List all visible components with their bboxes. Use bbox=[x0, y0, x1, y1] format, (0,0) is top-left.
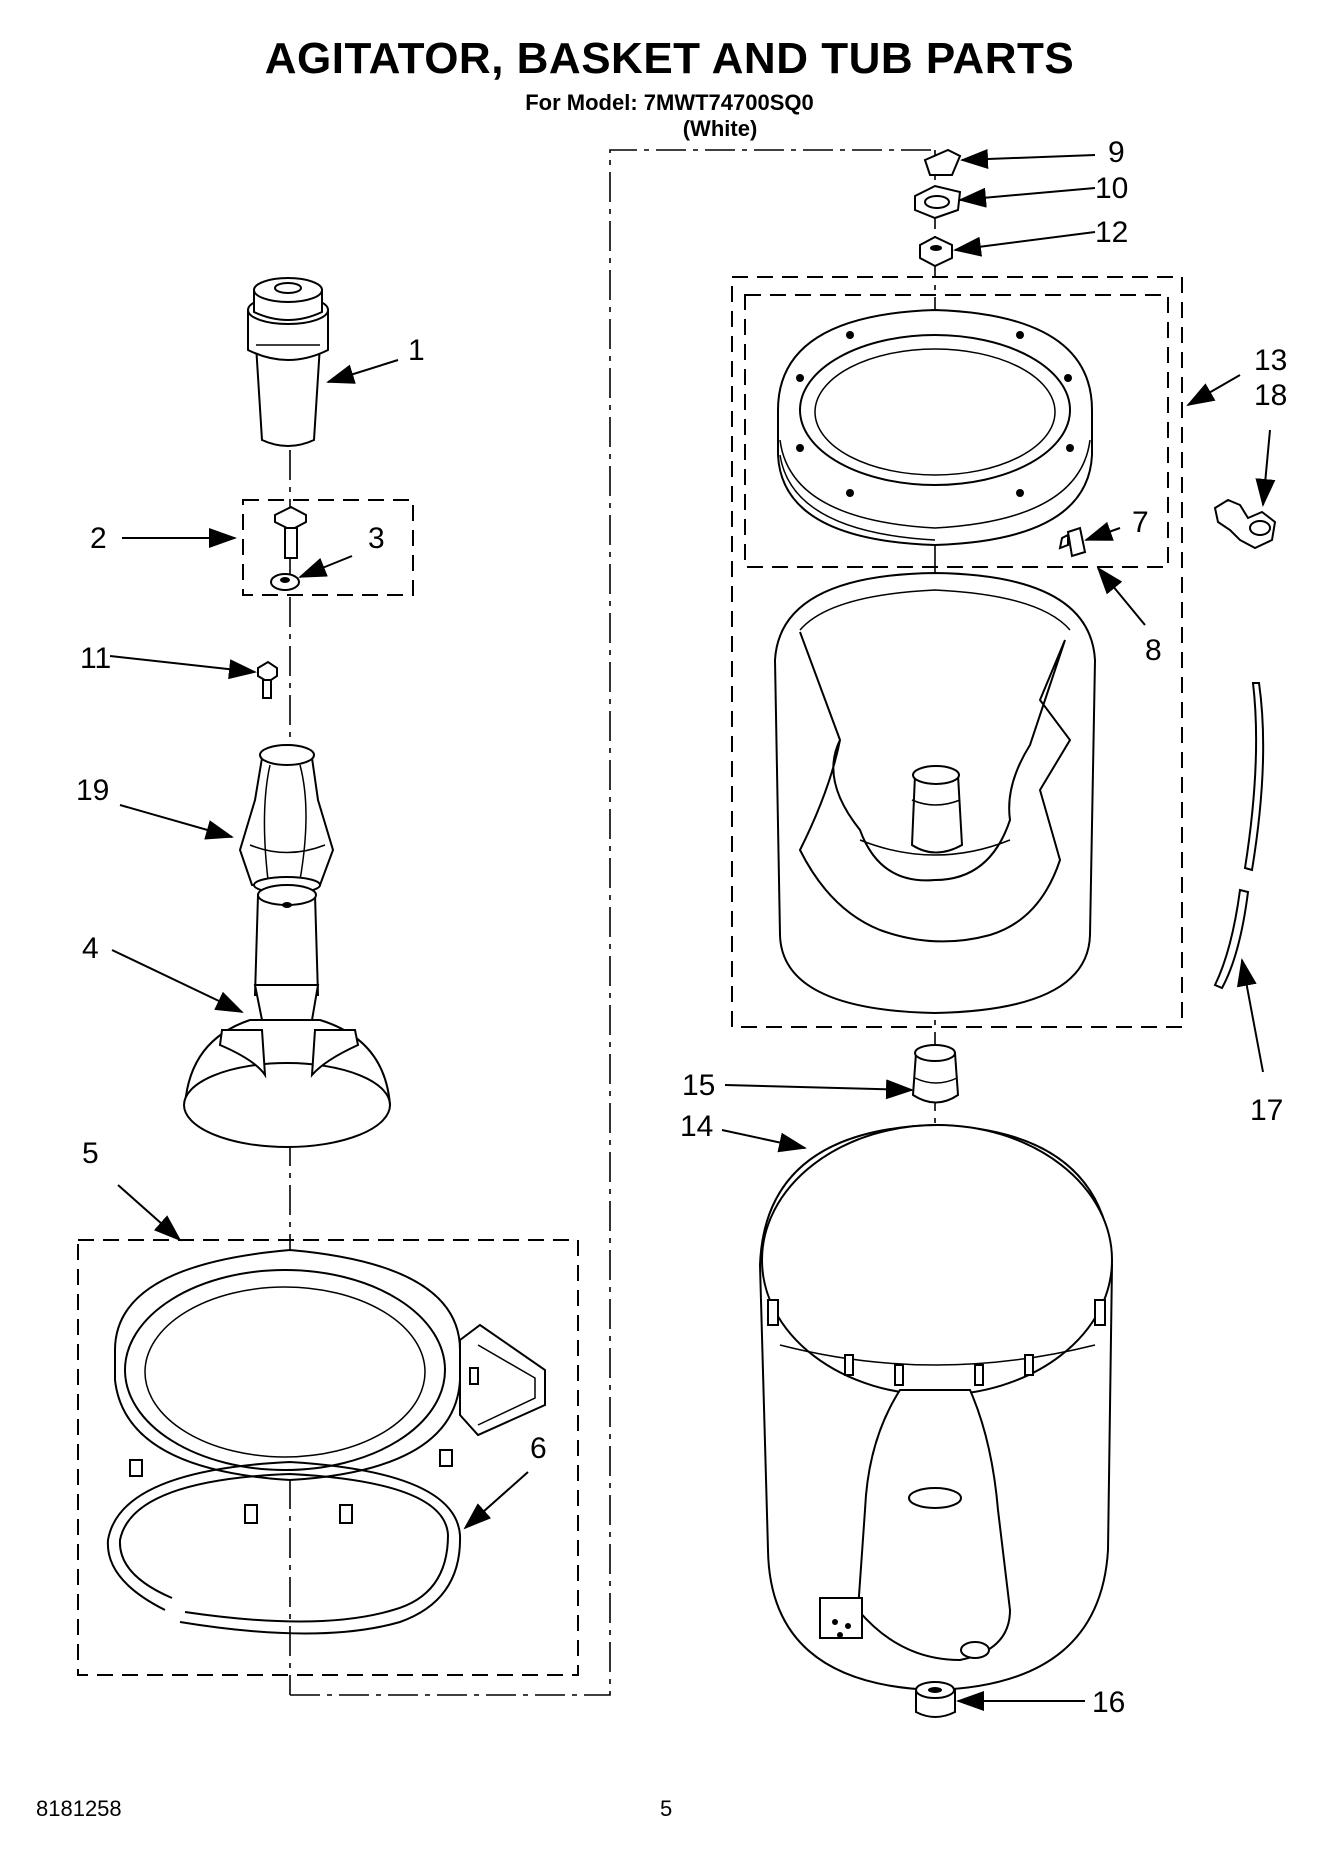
callout-5: 5 bbox=[82, 1137, 99, 1170]
callout-3: 3 bbox=[368, 522, 385, 555]
callout-16: 16 bbox=[1092, 1686, 1125, 1719]
callout-15: 15 bbox=[682, 1069, 715, 1102]
document-number: 8181258 bbox=[36, 1796, 122, 1821]
callout-numbers: 1 2 3 11 19 4 5 6 9 10 12 13 18 7 8 17 1… bbox=[76, 136, 1287, 1719]
callout-6: 6 bbox=[530, 1432, 547, 1465]
callout-10: 10 bbox=[1095, 172, 1128, 205]
agitator-cam-part bbox=[238, 744, 335, 894]
bolt-part bbox=[274, 505, 307, 559]
callout-12: 12 bbox=[1095, 216, 1128, 249]
wash-basket-part bbox=[773, 571, 1097, 1015]
callout-17: 17 bbox=[1250, 1094, 1283, 1127]
screw-part bbox=[257, 660, 278, 699]
o-ring-part bbox=[106, 1460, 462, 1635]
washer-part bbox=[270, 573, 300, 591]
outer-tub-part bbox=[758, 1123, 1114, 1692]
callout-7: 7 bbox=[1132, 506, 1149, 539]
page-title: AGITATOR, BASKET AND TUB PARTS bbox=[264, 34, 1075, 83]
callout-18: 18 bbox=[1254, 379, 1287, 412]
callout-8: 8 bbox=[1145, 634, 1162, 667]
drain-hose-part bbox=[1213, 682, 1265, 990]
callout-1: 1 bbox=[408, 334, 425, 367]
page-number: 5 bbox=[660, 1796, 673, 1821]
seal-ring-group-box bbox=[77, 1239, 579, 1676]
tub-bearing-part bbox=[915, 1681, 956, 1718]
agitator-cap-part bbox=[247, 277, 329, 447]
callout-19: 19 bbox=[76, 774, 109, 807]
basket-group-box bbox=[731, 276, 1183, 1028]
bolt-washer-group-box bbox=[242, 499, 414, 596]
balance-ring-part bbox=[114, 1248, 546, 1524]
assembly-connector-line bbox=[290, 149, 935, 1696]
callout-2: 2 bbox=[90, 522, 107, 555]
basket-ring-group-box bbox=[744, 294, 1169, 568]
callout-14: 14 bbox=[680, 1110, 713, 1143]
callout-11: 11 bbox=[80, 642, 111, 675]
basket-ring-part bbox=[777, 308, 1093, 547]
spin-clip-part bbox=[923, 148, 962, 176]
hub-seal-part bbox=[914, 184, 962, 220]
hose-clamp-part bbox=[1213, 498, 1277, 550]
model-line: For Model: 7MWT74700SQ0 bbox=[525, 90, 814, 115]
callout-13: 13 bbox=[1254, 344, 1287, 377]
agitator-base-part bbox=[183, 884, 392, 1148]
ring-clip-part bbox=[1058, 526, 1087, 558]
callout-4: 4 bbox=[82, 932, 99, 965]
model-variant: (White) bbox=[682, 116, 758, 141]
spanner-nut-part bbox=[919, 235, 953, 268]
drive-hub-coupling-part bbox=[911, 1044, 960, 1104]
leader-lines bbox=[109, 149, 1276, 1711]
callout-9: 9 bbox=[1108, 136, 1125, 169]
